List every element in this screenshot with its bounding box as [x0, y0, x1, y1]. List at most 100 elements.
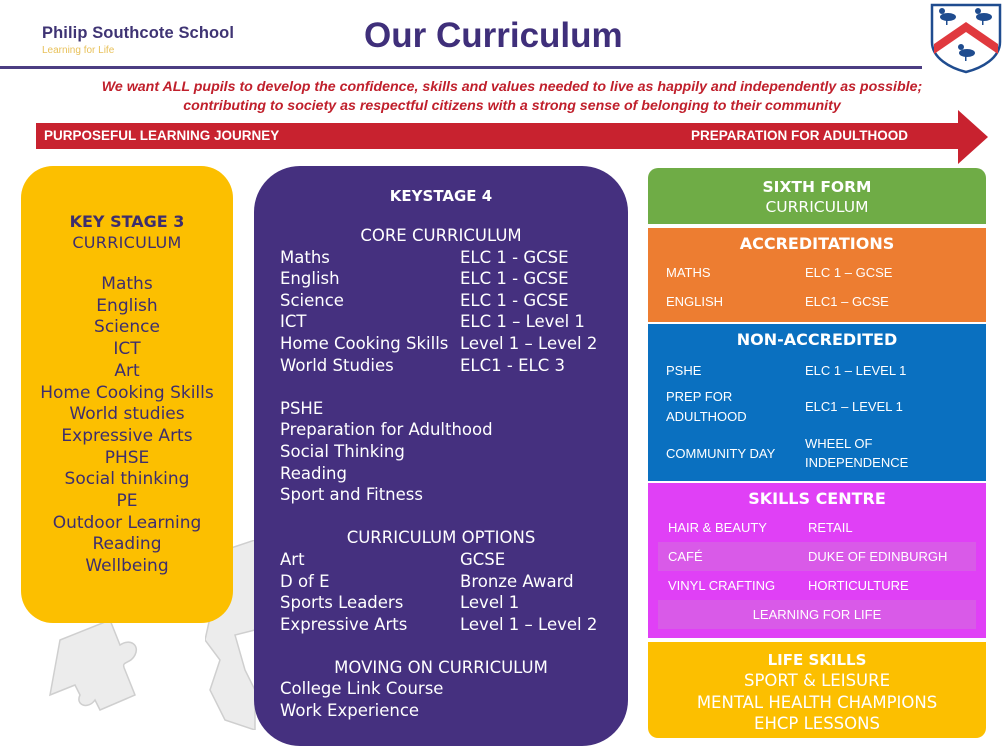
ks3-subject: World studies — [69, 404, 185, 425]
moving-on-heading: MOVING ON CURRICULUM — [334, 657, 548, 677]
option-row: Sports Leaders Level 1 — [254, 592, 628, 614]
subject: English — [280, 269, 340, 289]
accreditations-panel: ACCREDITATIONS MATHS ELC 1 – GCSE ENGLISH… — [648, 228, 986, 322]
page-title: Our Curriculum — [364, 16, 623, 55]
skills-centre-title: SKILLS CENTRE — [748, 489, 886, 508]
skill: HORTICULTURE — [808, 578, 909, 593]
life-skill-item: SPORT & LEISURE — [743, 671, 891, 690]
life-skill-item: EHCP LESSONS — [754, 714, 880, 733]
life-skills-title: LIFE SKILLS — [767, 651, 867, 669]
header-divider — [0, 66, 922, 69]
key-stage-3-card: KEY STAGE 3 CURRICULUM Maths English Sci… — [21, 166, 233, 623]
subject: ENGLISH — [666, 294, 724, 309]
level: Level 1 – Level 2 — [460, 614, 598, 634]
level: ELC 1 – LEVEL 1 — [805, 362, 907, 378]
moving-on-item: Work Experience — [280, 701, 420, 721]
ks3-subject: Outdoor Learning — [52, 512, 202, 533]
subject: World Studies — [280, 355, 394, 375]
level: ELC1 – GCSE — [805, 294, 889, 309]
subject: PREP FOR ADULTHOOD — [666, 389, 747, 424]
level: WHEEL OF INDEPENDENCE — [805, 436, 909, 470]
skill: DUKE OF EDINBURGH — [808, 549, 948, 564]
level: Level 1 – Level 2 — [460, 333, 598, 353]
ks3-subject: Expressive Arts — [61, 425, 193, 446]
non-accredited-title: NON-ACCREDITED — [736, 330, 898, 349]
sixth-form-title: SIXTH FORM — [762, 178, 872, 196]
puzzle-piece-icon — [49, 620, 137, 711]
learning-journey-arrow: PURPOSEFUL LEARNING JOURNEY PREPARATION … — [36, 110, 988, 164]
subject: Home Cooking Skills — [280, 333, 449, 353]
ks3-subject: PE — [116, 491, 138, 512]
core-curriculum-heading: CORE CURRICULUM — [360, 226, 522, 245]
ks3-subject: Wellbeing — [85, 556, 169, 577]
ks3-subtitle: CURRICULUM — [72, 233, 182, 252]
accreditations-title: ACCREDITATIONS — [739, 234, 895, 253]
accreditation-row: MATHS ELC 1 – GCSE — [648, 258, 986, 287]
mission-line-2: contributing to society as respectful ci… — [183, 98, 841, 114]
arrow-label-start: PURPOSEFUL LEARNING JOURNEY — [44, 128, 280, 143]
level: ELC1 – LEVEL 1 — [805, 399, 903, 414]
subject: Maths — [280, 247, 330, 267]
core-row: Home Cooking Skills Level 1 – Level 2 — [254, 333, 628, 355]
skill: HAIR & BEAUTY — [668, 520, 767, 535]
subject: Art — [280, 549, 305, 569]
life-skill-item: MENTAL HEALTH CHAMPIONS — [696, 692, 938, 712]
other-subject: PSHE — [280, 398, 324, 418]
ks3-subject: Reading — [92, 534, 162, 555]
core-row: Maths ELC 1 - GCSE — [254, 247, 628, 269]
curriculum-options-heading: CURRICULUM OPTIONS — [346, 528, 536, 548]
ks3-subject: ICT — [113, 339, 141, 360]
mission-statement: We want ALL pupils to develop the confid… — [20, 78, 1004, 116]
subject: Expressive Arts — [280, 614, 408, 634]
level: ELC 1 – Level 1 — [460, 312, 585, 332]
ks3-subject: Home Cooking Skills — [40, 382, 214, 403]
sixth-form-subtitle: CURRICULUM — [765, 198, 869, 216]
ks3-subject: English — [96, 295, 158, 316]
subject: MATHS — [666, 265, 711, 280]
moving-on-item: College Link Course — [280, 679, 444, 699]
skill: CAFÉ — [668, 549, 703, 564]
subject: ICT — [280, 312, 307, 332]
level: ELC1 - ELC 3 — [460, 355, 565, 375]
arrow-head-icon — [958, 110, 988, 164]
subject: COMMUNITY DAY — [666, 445, 776, 461]
level: GCSE — [460, 549, 506, 569]
non-accredited-row: PREP FOR ADULTHOOD ELC1 – LEVEL 1 — [648, 385, 986, 429]
subject: Sports Leaders — [280, 593, 404, 613]
skills-row: HAIR & BEAUTY RETAIL — [658, 513, 976, 542]
life-skills-panel: LIFE SKILLS SPORT & LEISURE MENTAL HEALT… — [648, 642, 986, 738]
subject: PSHE — [666, 362, 702, 378]
non-accredited-row: PSHE ELC 1 – LEVEL 1 — [648, 355, 986, 385]
ks3-title: KEY STAGE 3 — [69, 212, 185, 231]
ks3-subject: Maths — [101, 274, 153, 294]
skills-footer-row: LEARNING FOR LIFE — [658, 600, 976, 629]
skills-row: VINYL CRAFTING HORTICULTURE — [658, 571, 976, 600]
other-subject: Reading — [280, 463, 347, 483]
non-accredited-panel: NON-ACCREDITED PSHE ELC 1 – LEVEL 1 PREP … — [648, 324, 986, 481]
core-row: ICT ELC 1 – Level 1 — [254, 311, 628, 333]
level: Level 1 — [460, 593, 520, 613]
skill: RETAIL — [808, 520, 853, 535]
level: ELC 1 – GCSE — [805, 265, 893, 280]
accreditation-row: ENGLISH ELC1 – GCSE — [648, 287, 986, 316]
arrow-label-end: PREPARATION FOR ADULTHOOD — [691, 128, 908, 143]
level: ELC 1 - GCSE — [460, 290, 569, 310]
core-row: English ELC 1 - GCSE — [254, 268, 628, 290]
option-row: Expressive Arts Level 1 – Level 2 — [254, 614, 628, 636]
other-subject: Social Thinking — [280, 441, 405, 461]
school-name: Philip Southcote School — [42, 24, 235, 42]
other-subject: Preparation for Adulthood — [280, 420, 493, 440]
school-tagline: Learning for Life — [42, 45, 115, 56]
ks3-subject: Science — [94, 317, 160, 338]
skills-centre-panel: SKILLS CENTRE HAIR & BEAUTY RETAIL CAFÉ DU… — [648, 483, 986, 638]
level: ELC 1 - GCSE — [460, 269, 569, 289]
ks4-title: KEYSTAGE 4 — [389, 187, 493, 205]
skills-row: CAFÉ DUKE OF EDINBURGH — [658, 542, 976, 571]
non-accredited-row: COMMUNITY DAY WHEEL OF INDEPENDENCE — [648, 429, 986, 477]
level: ELC 1 - GCSE — [460, 247, 569, 267]
ks3-subject: Social thinking — [64, 469, 190, 490]
skill: VINYL CRAFTING — [668, 578, 776, 593]
